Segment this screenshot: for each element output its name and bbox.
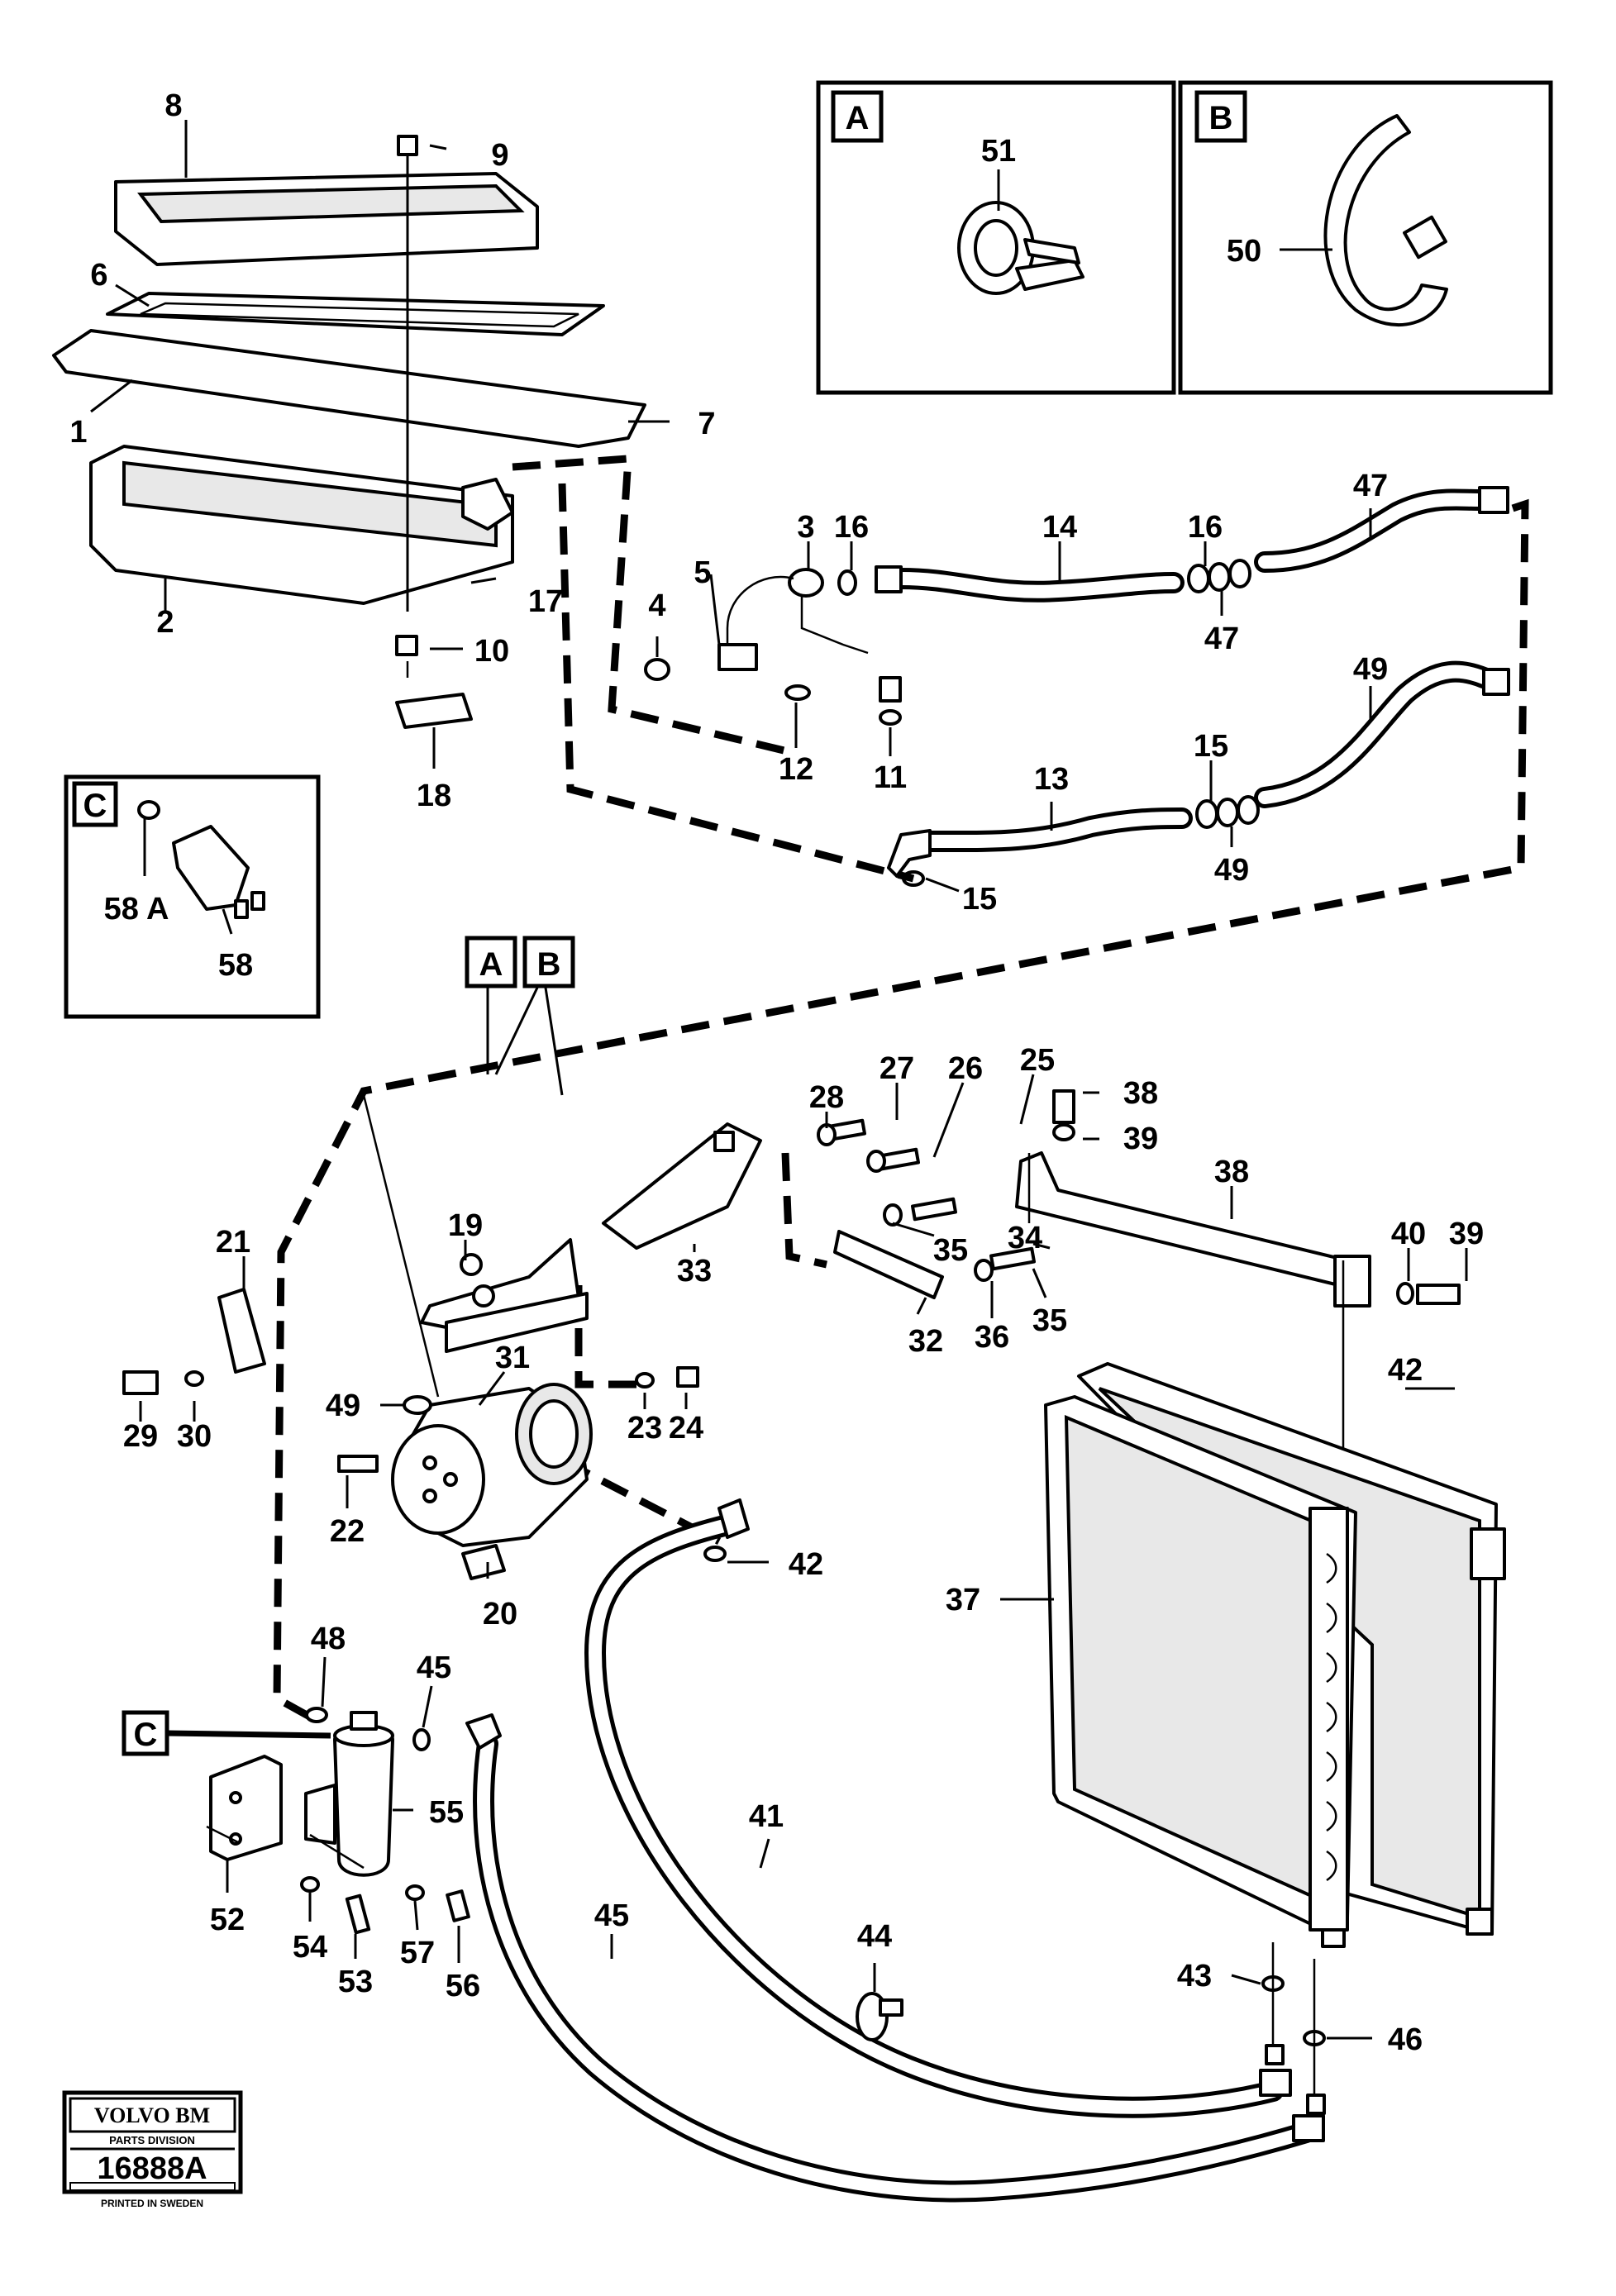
- detail-box-b: B 50: [1178, 80, 1553, 395]
- callout-41: 41: [749, 1799, 784, 1834]
- callout-19: 19: [448, 1208, 483, 1243]
- ref-tag-b: B: [537, 946, 561, 983]
- callout-7: 7: [698, 407, 715, 441]
- callout-38b: 39: [1449, 1217, 1484, 1251]
- callout-31: 31: [495, 1341, 530, 1375]
- ref-tag-c: C: [134, 1717, 158, 1753]
- callout-21: 21: [216, 1225, 250, 1260]
- detail-box-b-letter: B: [1209, 100, 1233, 136]
- callout-53: 53: [338, 1965, 373, 1999]
- reference-tags-a-b: A B: [362, 936, 575, 1398]
- callout-15b: 15: [962, 882, 997, 917]
- callout-2: 2: [156, 605, 174, 640]
- ref-tag-a: A: [479, 946, 503, 983]
- callout-54: 54: [293, 1930, 327, 1965]
- callout-14: 14: [1042, 510, 1077, 545]
- callout-36: 37: [946, 1583, 980, 1617]
- callout-56: 56: [446, 1969, 480, 2003]
- callout-49b: 49: [326, 1389, 360, 1423]
- callout-51: 51: [981, 134, 1016, 169]
- callout-27: 27: [880, 1051, 914, 1086]
- callout-46: 47: [1353, 469, 1388, 503]
- callout-8: 8: [164, 88, 182, 123]
- callout-39b: 40: [1391, 1217, 1426, 1251]
- callout-12: 12: [779, 752, 813, 787]
- callout-57: 57: [400, 1936, 435, 1970]
- callout-6: 6: [90, 258, 107, 293]
- callout-33: 33: [677, 1254, 712, 1289]
- drawing-number: 16888A: [97, 2151, 207, 2186]
- detail-box-a-letter: A: [846, 100, 870, 136]
- callout-37: 38: [1214, 1155, 1249, 1189]
- volvo-bm-logo: VOLVO BM PARTS DIVISION 16888A PRINTED I…: [62, 2090, 243, 2209]
- callout-30: 30: [177, 1419, 212, 1454]
- callout-13: 13: [1034, 762, 1069, 797]
- callout-39a: 39: [1123, 1122, 1158, 1156]
- callout-28: 28: [809, 1080, 844, 1115]
- callout-1: 1: [69, 415, 87, 450]
- callout-35b: 36: [975, 1320, 1009, 1355]
- callout-22: 22: [330, 1514, 365, 1549]
- callout-11: 11: [874, 760, 907, 795]
- upper-hose-set: [644, 486, 1510, 887]
- callout-48: 49: [1353, 652, 1388, 687]
- detail-box-c-letter: C: [83, 788, 107, 824]
- callout-55: 55: [429, 1795, 464, 1830]
- callout-9: 9: [491, 138, 508, 173]
- callout-40: 42: [1388, 1353, 1423, 1388]
- callout-24: 24: [669, 1411, 703, 1446]
- callout-34b: 35: [1032, 1303, 1067, 1338]
- callout-16a: 16: [834, 510, 869, 545]
- callout-10: 10: [474, 634, 509, 669]
- callout-45b: 45: [417, 1651, 451, 1685]
- evaporator-assembly: [52, 135, 646, 729]
- callout-47a: 47: [1204, 622, 1239, 656]
- condenser-radiator: [1044, 1362, 1506, 1948]
- callout-34a: 34: [1008, 1221, 1042, 1255]
- callout-45a: 46: [1388, 2022, 1423, 2057]
- detail-box-a: A 51: [816, 80, 1176, 395]
- compressor-bracket-set: [122, 1089, 1461, 1636]
- pressure-switch-icon: [137, 800, 265, 919]
- logo-brand: VOLVO BM: [94, 2103, 210, 2127]
- callout-38a: 38: [1123, 1076, 1158, 1111]
- callout-5: 5: [694, 555, 711, 590]
- callout-23: 23: [627, 1411, 662, 1446]
- callout-3: 3: [797, 510, 814, 545]
- callout-35a: 35: [933, 1233, 968, 1268]
- logo-subtitle: PARTS DIVISION: [109, 2134, 195, 2146]
- callout-32: 32: [908, 1324, 943, 1359]
- callout-49a: 49: [1214, 853, 1249, 888]
- callout-50: 50: [1227, 234, 1261, 269]
- callout-29: 29: [123, 1419, 158, 1454]
- receiver-drier: C: [122, 1707, 470, 1935]
- callout-18: 18: [417, 779, 451, 813]
- p-clip-icon: [957, 201, 1084, 295]
- callout-44: 45: [594, 1898, 629, 1933]
- compressor: [391, 1383, 593, 1580]
- callout-26: 26: [948, 1051, 983, 1086]
- callout-25: 25: [1020, 1043, 1055, 1078]
- detail-box-c: C 58 A 58: [64, 774, 321, 1019]
- callout-52: 52: [210, 1903, 245, 1937]
- lower-hose-set: [465, 1498, 1326, 2203]
- hose-clamp-icon: [1323, 114, 1448, 326]
- callout-58a: 58 A: [104, 892, 169, 926]
- callout-42b: 43: [1177, 1959, 1212, 1994]
- callout-15a: 15: [1194, 729, 1228, 764]
- callout-16b: 16: [1188, 510, 1223, 545]
- callout-17: 17: [528, 584, 563, 619]
- printed-note: PRINTED IN SWEDEN: [101, 2198, 203, 2209]
- callout-43: 44: [857, 1919, 892, 1954]
- callout-58: 58: [218, 948, 253, 983]
- callout-20: 20: [483, 1597, 517, 1631]
- callout-4: 4: [648, 588, 665, 623]
- callout-42a: 42: [789, 1547, 823, 1582]
- callout-47b: 48: [311, 1622, 346, 1656]
